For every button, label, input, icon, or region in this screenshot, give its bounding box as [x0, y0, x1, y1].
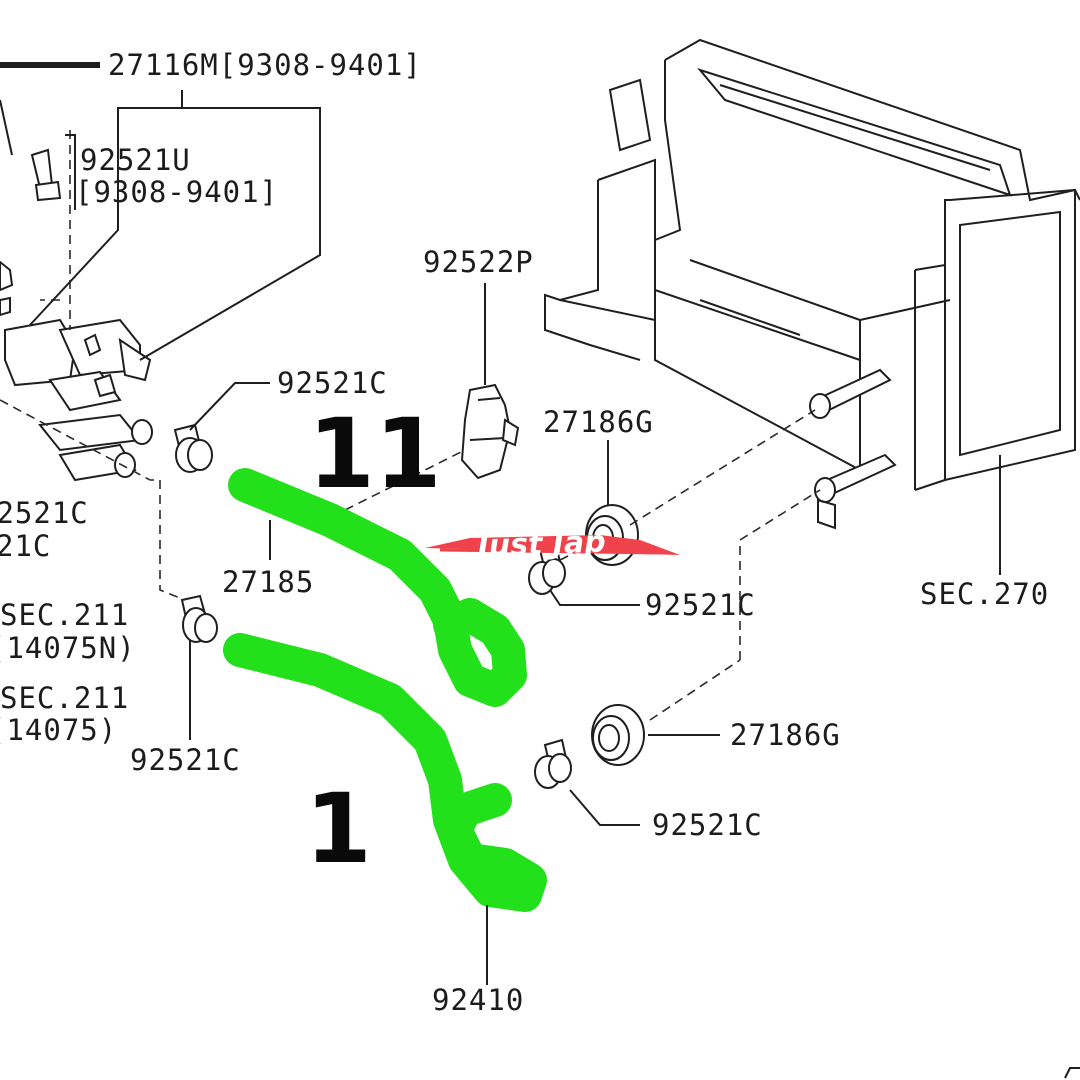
callout-upper-hose: 11 — [308, 398, 442, 510]
label-sec211-b-ref: (14075) — [0, 713, 117, 747]
label-92521c-mid: 92521C — [645, 588, 756, 622]
heater-unit — [544, 38, 1080, 530]
label-92521c-left: 92521C — [0, 496, 89, 530]
label-92521c-top: 92521C — [277, 366, 388, 400]
label-92521u-range: [9308-9401] — [75, 175, 278, 209]
grommet-lower — [591, 704, 645, 766]
label-27185: 27185 — [222, 565, 314, 599]
hose-27185-highlight — [228, 468, 527, 707]
part-labels: 27116M[9308-9401] 92521U [9308-9401] 925… — [0, 48, 1049, 1017]
watermark-text: Just Jap — [472, 525, 606, 565]
watermark: Just Jap — [425, 525, 680, 565]
label-27116m: 27116M[9308-9401] — [108, 48, 422, 82]
label-27186g-top: 27186G — [543, 405, 654, 439]
corner-mark — [1064, 1067, 1080, 1079]
label-27186g-low: 27186G — [730, 718, 841, 752]
label-92522p: 92522P — [423, 245, 534, 279]
assembly-lines — [0, 130, 821, 721]
clamp-lower-right — [534, 738, 572, 789]
clamp-upper-right — [528, 543, 566, 595]
label-sec211-a: SEC.211 — [0, 598, 129, 632]
hose-92410-highlight — [223, 633, 547, 912]
label-21c-left: 21C — [0, 529, 51, 563]
callout-lower-hose: 1 — [305, 773, 372, 885]
label-sec211-a-ref: (14075N) — [0, 631, 136, 665]
label-92521u: 92521U — [80, 143, 191, 177]
clamp-mid-left — [180, 594, 218, 643]
label-sec270: SEC.270 — [920, 577, 1049, 611]
label-92521c-low-right: 92521C — [652, 808, 763, 842]
leader-lines — [29, 90, 1001, 985]
water-valve-assembly — [0, 62, 153, 482]
clamp-upper-left — [173, 423, 213, 473]
label-92521c-low: 92521C — [130, 743, 241, 777]
label-92410: 92410 — [432, 983, 524, 1017]
bracket-92522p — [460, 383, 520, 480]
label-sec211-b: SEC.211 — [0, 681, 129, 715]
